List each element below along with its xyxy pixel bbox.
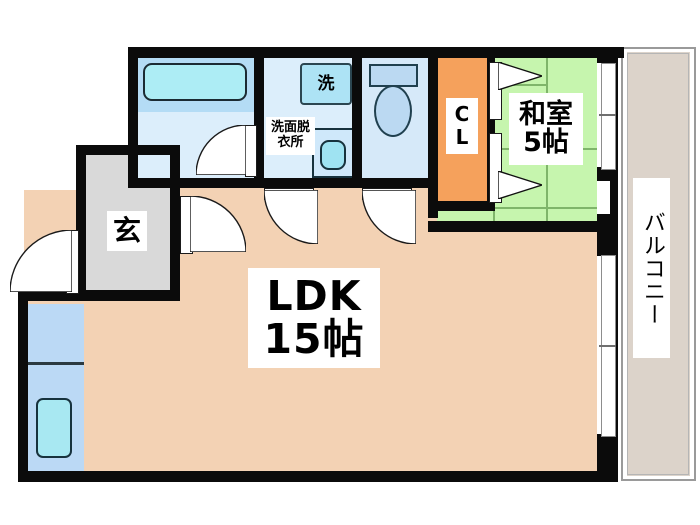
closet-label-line1: C xyxy=(454,102,470,126)
genkan-label-text: 玄 xyxy=(112,214,141,248)
ldk-label-line2: 15帖 xyxy=(263,315,365,363)
toilet-tank xyxy=(369,64,418,87)
wall-bath-left xyxy=(128,47,138,188)
washroom-door-swing xyxy=(264,190,318,244)
wall-genkan-left xyxy=(76,145,86,300)
bathroom-door-leaf[interactable] xyxy=(245,125,257,177)
wall-bath-wash xyxy=(254,47,264,188)
wall-wash-toilet xyxy=(352,47,362,188)
washitsu-label-line1: 和室 xyxy=(519,98,573,130)
wall-toilet-closet xyxy=(428,47,438,218)
balcony-label: バルコニー xyxy=(639,210,665,326)
bathtub xyxy=(143,63,247,101)
kitchen-sink xyxy=(36,398,72,458)
closet-label: C L xyxy=(446,98,478,154)
ldk-label-line1: LDK xyxy=(266,271,362,320)
tatami-line-v2 xyxy=(546,148,548,227)
washroom-label-line2: 衣所 xyxy=(277,135,304,150)
wall-closet-washitsu xyxy=(487,47,495,211)
washitsu-label: 和室 5帖 xyxy=(509,93,583,165)
wall-right-washitsu-lower xyxy=(597,167,618,181)
toilet-bowl xyxy=(374,85,412,137)
wall-closet-bottom xyxy=(428,201,494,211)
washing-machine: 洗 xyxy=(300,63,352,105)
closet-door-arrow-upper xyxy=(498,62,542,90)
balcony-door-mullion-upper xyxy=(599,114,616,116)
wall-wash-bottom xyxy=(254,178,362,188)
wall-ldk-left xyxy=(18,290,28,482)
washing-machine-label: 洗 xyxy=(317,73,335,94)
entrance-door-swing xyxy=(10,230,72,292)
genkan-inner-door-swing xyxy=(190,196,246,252)
balcony-outline xyxy=(621,47,696,481)
tatami-line-v3 xyxy=(493,207,495,227)
genkan-label: 玄 xyxy=(107,211,147,251)
tatami-line-h1 xyxy=(493,84,546,86)
wall-washitsu-bottom xyxy=(428,221,618,232)
wall-genkan-right xyxy=(170,155,180,300)
kitchen-counter-divider xyxy=(24,362,84,365)
wall-toilet-bottom xyxy=(352,178,438,188)
wall-genkan-doorjamb-top xyxy=(76,230,86,240)
washitsu-label-line2: 5帖 xyxy=(523,127,569,158)
balcony-label-wrap: バルコニー xyxy=(633,178,670,358)
balcony-sliding-door-upper[interactable] xyxy=(601,63,616,170)
washroom-label-line1: 洗面脱 xyxy=(270,120,310,136)
wall-ldk-bottom xyxy=(18,471,618,482)
ldk-label: LDK 15帖 xyxy=(248,268,380,368)
washbasin xyxy=(320,140,346,170)
wall-genkan-bottom xyxy=(18,290,180,301)
balcony-door-mullion-lower xyxy=(599,345,616,347)
washroom-label: 洗面脱 衣所 xyxy=(266,117,315,155)
wall-top xyxy=(128,47,624,58)
balcony-inner-outline xyxy=(627,53,689,475)
toilet-door-swing xyxy=(362,190,416,244)
wall-ldk-right-bottom xyxy=(597,434,618,476)
closet-door-arrow-lower xyxy=(498,171,542,199)
wall-bath-bottom xyxy=(128,178,264,188)
closet-label-line2: L xyxy=(455,125,469,149)
tatami-line-h3 xyxy=(437,207,597,209)
wall-genkan-top xyxy=(76,145,180,155)
wall-right-washitsu-bottom xyxy=(597,214,618,232)
bathroom-door-swing xyxy=(196,125,246,175)
